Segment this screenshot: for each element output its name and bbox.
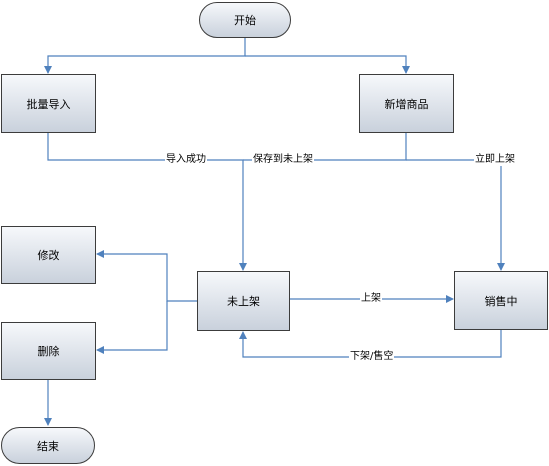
unlisted-node: 未上架 [197,271,290,331]
label-import-success: 导入成功 [165,154,207,166]
edge-new-product-to-on-sale [406,159,505,271]
edge-start-to-new-product [245,55,410,74]
end-node: 结束 [1,427,95,464]
on-sale-node: 销售中 [454,271,548,330]
label-list: 上架 [360,293,382,305]
edge-unlisted-to-delete [96,301,168,354]
batch-import-node: 批量导入 [1,74,96,133]
edge-batch-import-to-unlisted [47,133,247,271]
start-node: 开始 [199,2,291,38]
new-product-node: 新增商品 [359,74,454,133]
label-save-to-unlisted: 保存到未上架 [252,154,314,166]
label-list-immediately: 立即上架 [474,154,516,166]
edge-start-to-batch-import [44,38,246,74]
delete-node: 删除 [1,322,96,380]
modify-node: 修改 [1,226,96,284]
edge-unlisted-to-modify [96,250,197,302]
label-delist-sold-out: 下架/售空 [349,351,395,363]
